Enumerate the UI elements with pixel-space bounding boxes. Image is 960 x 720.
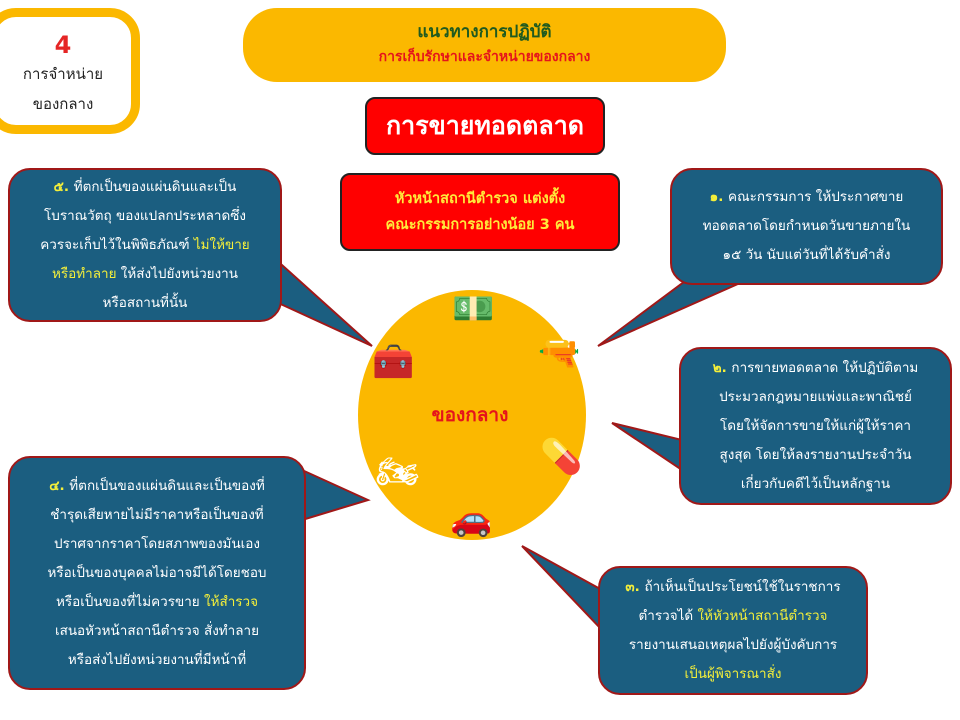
callout-text: เกี่ยวกับคดีไว้เป็นหลักฐาน xyxy=(740,475,891,492)
car-icon: 🚗 xyxy=(450,499,493,539)
section-number: 4 xyxy=(54,31,72,59)
callout-line: เกี่ยวกับคดีไว้เป็นหลักฐาน xyxy=(681,470,950,499)
callout-text: ให้ส่งไปยังหน่วยงาน xyxy=(116,265,238,282)
appointment-box: หัวหน้าสถานีตำรวจ แต่งตั้ง คณะกรรมการอย่… xyxy=(340,173,620,251)
callout-line: ทอดตลาดโดยกำหนดวันขายภายใน xyxy=(672,212,941,241)
callout-text: หรือส่งไปยังหน่วยงานที่มีหน้าที่ xyxy=(67,651,247,668)
callout-line: รายงานเสนอเหตุผลไปยังผู้บังคับการ xyxy=(600,631,866,660)
callout-line: หรือทำลาย ให้ส่งไปยังหน่วยงาน xyxy=(10,260,280,289)
header-title: แนวทางการปฏิบัติ xyxy=(417,22,552,42)
highlight-text: ให้หัวหน้าสถานีตำรวจ xyxy=(697,607,828,624)
callout-line: หรือเป็นของบุคคลไม่อาจมีได้โดยชอบ xyxy=(10,559,304,588)
callout-2: ๒. การขายทอดตลาด ให้ปฏิบัติตามประมวลกฎหม… xyxy=(679,347,952,505)
callout-line: ตำรวจได้ ให้หัวหน้าสถานีตำรวจ xyxy=(600,602,866,631)
callout-text: การขายทอดตลาด ให้ปฏิบัติตาม xyxy=(731,359,919,376)
callout-4: ๔. ที่ตกเป็นของแผ่นดินและเป็นของที่ชำรุด… xyxy=(8,456,306,690)
callout-line: เป็นผู้พิจารณาสั่ง xyxy=(600,660,866,689)
callout-line: หรือส่งไปยังหน่วยงานที่มีหน้าที่ xyxy=(10,646,304,675)
gun-icon: 🔫 xyxy=(538,333,581,373)
item-number: ๒. xyxy=(712,359,732,376)
callout-line: หรือเป็นของที่ไม่ควรขาย ให้สำรวจ xyxy=(10,588,304,617)
callout-text: ชำรุดเสียหายไม่มีราคาหรือเป็นของที่ xyxy=(50,506,264,523)
center-circle xyxy=(358,290,586,540)
item-number: ๕. xyxy=(53,178,74,195)
callout-line: โดยให้จัดการขายให้แก่ผู้ให้ราคา xyxy=(681,412,950,441)
callout-text: รายงานเสนอเหตุผลไปยังผู้บังคับการ xyxy=(628,636,838,653)
highlight-text: ไม่ให้ขาย xyxy=(193,236,250,253)
callout-1: ๑. คณะกรรมการ ให้ประกาศขายทอดตลาดโดยกำหน… xyxy=(670,168,943,285)
appointment-line-1: หัวหน้าสถานีตำรวจ แต่งตั้ง xyxy=(394,191,566,207)
section-label-1: การจำหน่าย xyxy=(22,65,104,83)
callout-text: ควรจะเก็บไว้ในพิพิธภัณฑ์ xyxy=(40,236,194,253)
item-number: ๑. xyxy=(709,189,729,205)
callout-line: โบราณวัตถุ ของแปลกประหลาดซึ่ง xyxy=(10,202,280,231)
callout-line: ๓. ถ้าเห็นเป็นประโยชน์ใช้ในราชการ xyxy=(600,573,866,602)
callout-text: คณะกรรมการ ให้ประกาศขาย xyxy=(728,189,904,205)
callout-text: โดยให้จัดการขายให้แก่ผู้ให้ราคา xyxy=(719,417,912,434)
callout-line: เสนอหัวหน้าสถานีตำรวจ สั่งทำลาย xyxy=(10,617,304,646)
item-number: ๔. xyxy=(49,477,70,494)
appointment-line-2: คณะกรรมการอย่างน้อย 3 คน xyxy=(385,217,575,233)
callout-text: สูงสุด โดยให้ลงรายงานประจำวัน xyxy=(719,446,912,463)
callout-line: ประมวลกฎหมายแพ่งและพาณิชย์ xyxy=(681,383,950,412)
treasure-chest-icon: 🧰 xyxy=(372,342,415,382)
callout-text: เสนอหัวหน้าสถานีตำรวจ สั่งทำลาย xyxy=(54,622,260,639)
tail-b3 xyxy=(521,545,603,633)
callout-text: ปราศจากราคาโดยสภาพของมันเอง xyxy=(54,535,260,552)
highlight-text: ให้สำรวจ xyxy=(204,593,259,610)
money-icon: 💵 xyxy=(452,289,495,329)
callout-text: ทอดตลาดโดยกำหนดวันขายภายใน xyxy=(702,218,911,234)
motorcycle-icon: 🏍 xyxy=(376,452,420,492)
highlight-text: เป็นผู้พิจารณาสั่ง xyxy=(684,665,782,682)
callout-text: หรือเป็นของที่ไม่ควรขาย xyxy=(55,593,204,610)
pills-icon: 💊 xyxy=(540,437,583,477)
callout-line: ปราศจากราคาโดยสภาพของมันเอง xyxy=(10,530,304,559)
callout-text: โบราณวัตถุ ของแปลกประหลาดซึ่ง xyxy=(44,207,246,224)
callout-line: ๑๕ วัน นับแต่วันที่ได้รับคำสั่ง xyxy=(672,241,941,270)
callout-line: ๒. การขายทอดตลาด ให้ปฏิบัติตาม xyxy=(681,354,950,383)
callout-text: ๑๕ วัน นับแต่วันที่ได้รับคำสั่ง xyxy=(722,247,891,263)
callout-line: ควรจะเก็บไว้ในพิพิธภัณฑ์ ไม่ให้ขาย xyxy=(10,231,280,260)
header-banner: แนวทางการปฏิบัติ การเก็บรักษาและจำหน่ายข… xyxy=(243,8,726,82)
header-subtitle: การเก็บรักษาและจำหน่ายของกลาง xyxy=(378,49,591,65)
callout-text: ที่ตกเป็นของแผ่นดินและเป็นของที่ xyxy=(69,477,265,494)
callout-line: ชำรุดเสียหายไม่มีราคาหรือเป็นของที่ xyxy=(10,501,304,530)
callout-line: หรือสถานที่นั้น xyxy=(10,289,280,318)
callout-text: หรือสถานที่นั้น xyxy=(102,294,188,311)
callout-line: สูงสุด โดยให้ลงรายงานประจำวัน xyxy=(681,441,950,470)
callout-text: หรือเป็นของบุคคลไม่อาจมีได้โดยชอบ xyxy=(47,564,267,581)
section-badge: 4 การจำหน่าย ของกลาง xyxy=(0,8,140,134)
callout-text: ตำรวจได้ xyxy=(638,607,698,624)
section-label-2: ของกลาง xyxy=(32,95,94,113)
callout-text: ที่ตกเป็นของแผ่นดินและเป็น xyxy=(73,178,237,195)
center-label: ของกลาง xyxy=(431,404,509,426)
callout-5: ๕. ที่ตกเป็นของแผ่นดินและเป็นโบราณวัตถุ … xyxy=(8,168,282,322)
tail-b2 xyxy=(611,422,683,472)
callout-text: ถ้าเห็นเป็นประโยชน์ใช้ในราชการ xyxy=(644,578,841,595)
item-number: ๓. xyxy=(625,578,645,595)
callout-text: ประมวลกฎหมายแพ่งและพาณิชย์ xyxy=(719,388,912,405)
tail-b4 xyxy=(301,468,371,522)
callout-line: ๔. ที่ตกเป็นของแผ่นดินและเป็นของที่ xyxy=(10,472,304,501)
callout-3: ๓. ถ้าเห็นเป็นประโยชน์ใช้ในราชการตำรวจได… xyxy=(598,566,868,695)
callout-line: ๑. คณะกรรมการ ให้ประกาศขาย xyxy=(672,183,941,212)
highlight-text: หรือทำลาย xyxy=(51,265,117,282)
main-title: การขายทอดตลาด xyxy=(365,97,605,155)
callout-line: ๕. ที่ตกเป็นของแผ่นดินและเป็น xyxy=(10,173,280,202)
